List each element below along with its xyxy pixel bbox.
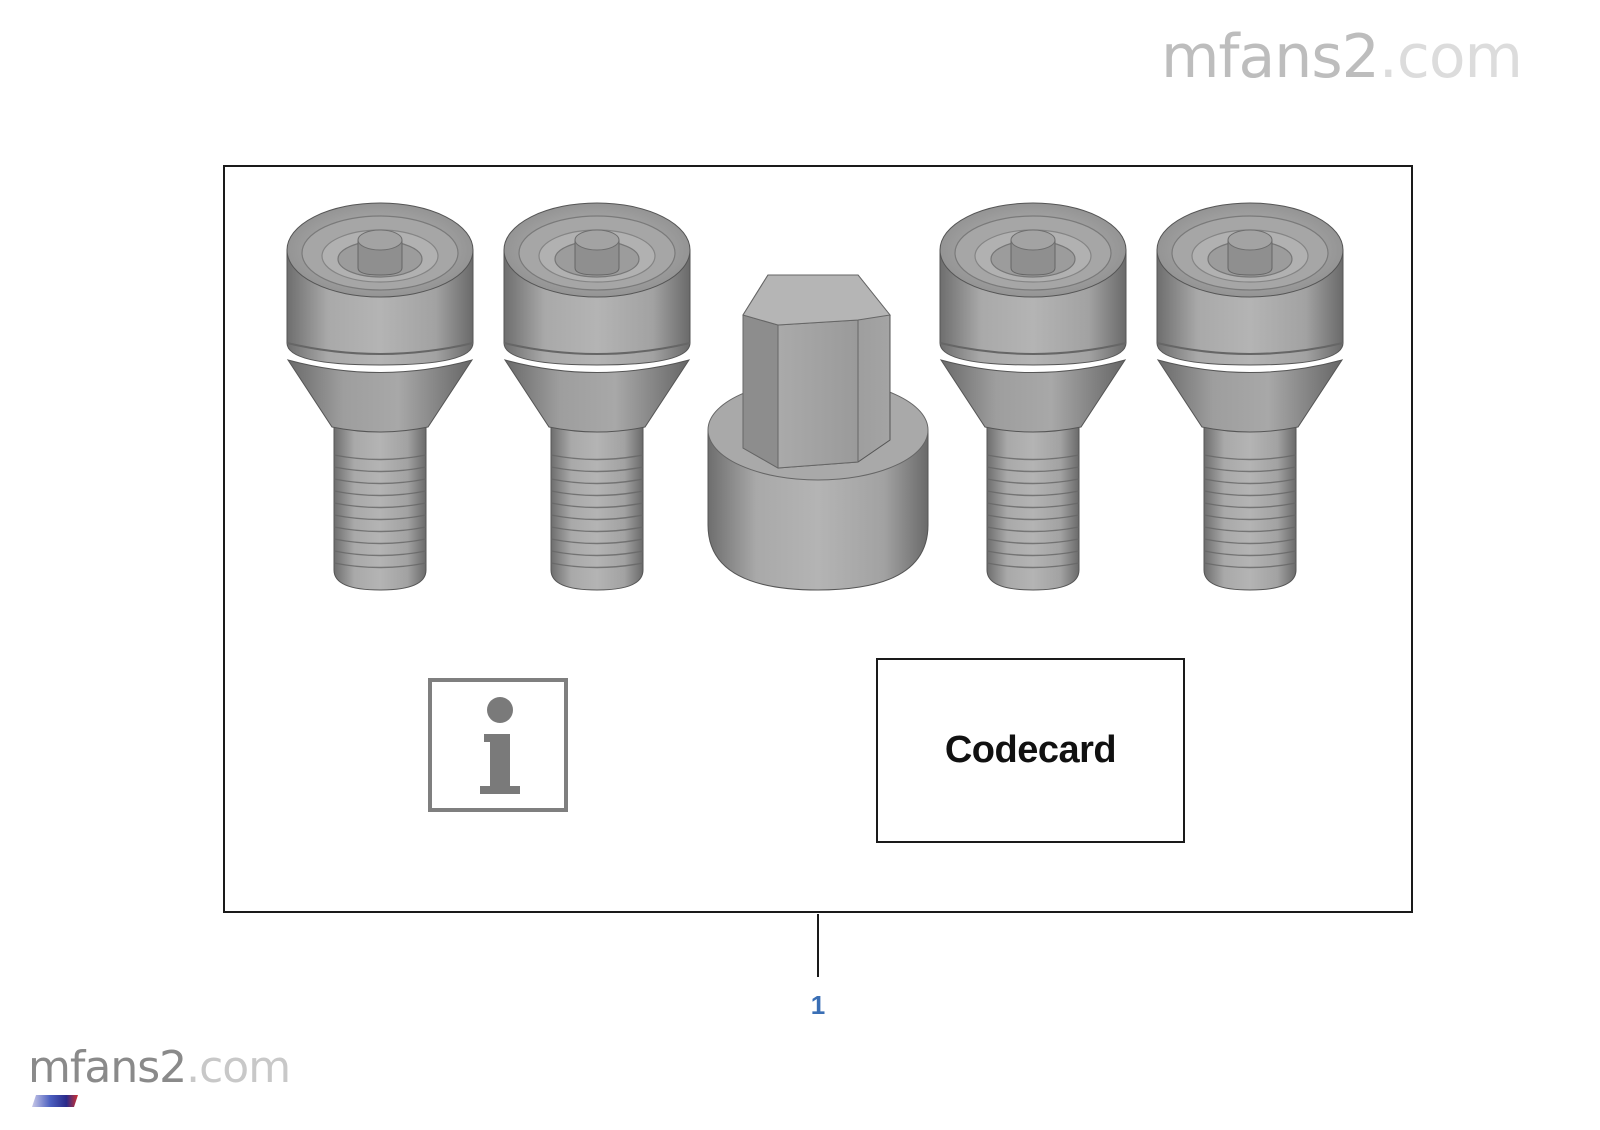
watermark-bottom: mfans2.com bbox=[28, 1042, 291, 1093]
callout-leader-line bbox=[817, 914, 819, 977]
watermark-top: mfans2.com bbox=[1160, 22, 1523, 92]
watermark-domain: .com bbox=[1378, 22, 1523, 92]
watermark-domain: .com bbox=[186, 1042, 291, 1093]
watermark-stripe bbox=[32, 1095, 78, 1107]
info-icon bbox=[428, 678, 568, 812]
lock-adapter-socket bbox=[707, 274, 929, 591]
wheel-lock-bolt-4 bbox=[1156, 202, 1344, 591]
watermark-name: mfans2 bbox=[1160, 22, 1380, 92]
codecard-label: Codecard bbox=[944, 729, 1117, 771]
parts-frame bbox=[223, 165, 1413, 913]
codecard-box: Codecard bbox=[876, 658, 1185, 843]
watermark-name: mfans2 bbox=[28, 1042, 187, 1093]
wheel-lock-bolt-3 bbox=[939, 202, 1127, 591]
callout-number[interactable]: 1 bbox=[810, 990, 826, 1020]
info-glyph bbox=[480, 697, 520, 794]
wheel-lock-bolt-2 bbox=[503, 202, 691, 591]
wheel-lock-bolt-1 bbox=[286, 202, 474, 591]
